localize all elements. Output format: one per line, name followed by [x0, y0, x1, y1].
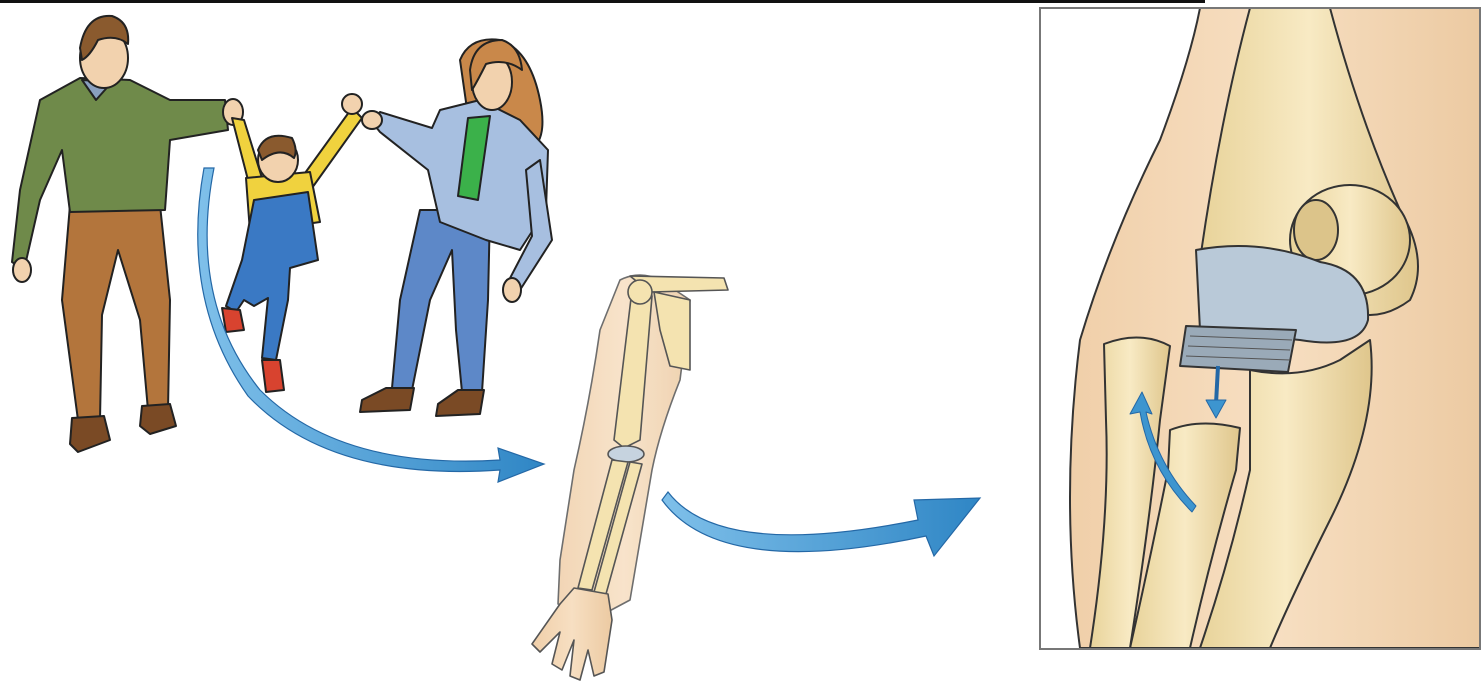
elbow-closeup	[1040, 8, 1480, 649]
arm-skeleton	[532, 275, 728, 680]
curved-arrow-icon	[662, 492, 980, 556]
family-swing-scene	[12, 16, 552, 482]
father-figure	[12, 16, 243, 452]
mother-figure	[360, 39, 552, 416]
child-figure	[222, 94, 362, 392]
